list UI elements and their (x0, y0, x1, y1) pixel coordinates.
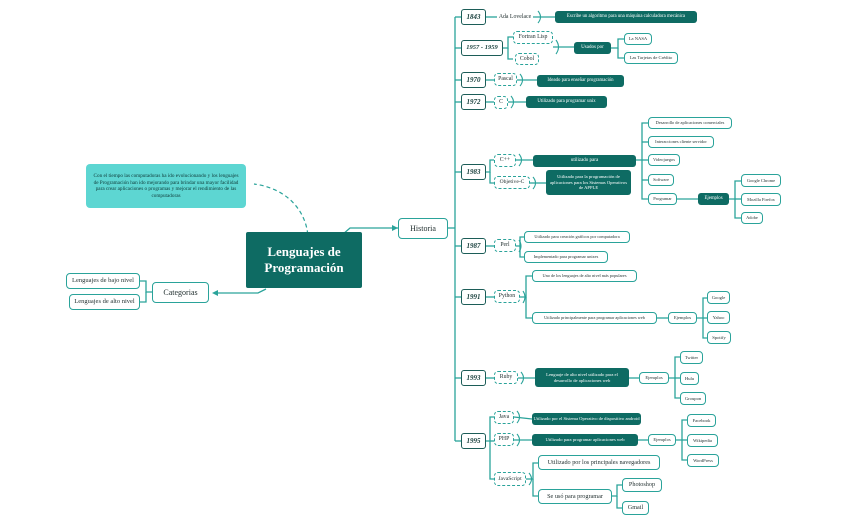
year-1995[interactable]: 1995 (461, 433, 486, 449)
desc-perl-graficos[interactable]: Utilizado para creación gráficos por com… (524, 231, 630, 243)
lang-python[interactable]: Python (494, 290, 520, 303)
lang-ada-lovelace[interactable]: Ada Lovelace (498, 13, 532, 20)
utilizado-para-node[interactable]: utilizado para (533, 155, 636, 167)
desc-ruby[interactable]: Lenguaje de alto nivel utilizado para el… (535, 368, 629, 387)
desc-java[interactable]: Utilizado por el Sistema Operativo de di… (532, 413, 641, 425)
usados-por-node[interactable]: Usados por (574, 42, 611, 54)
ejemplos-1993[interactable]: Ejemplos (639, 372, 669, 384)
desc-php[interactable]: Utilizado para programar aplicaciones we… (532, 434, 638, 446)
desc-js-programar[interactable]: Se usó para programar (538, 489, 612, 504)
lang-pascal[interactable]: Pascal (494, 73, 517, 86)
year-1983[interactable]: 1983 (461, 164, 486, 180)
desc-pascal[interactable]: Ideado para enseñar programación (537, 75, 624, 87)
use-software[interactable]: Software (648, 174, 674, 186)
year-1972[interactable]: 1972 (461, 94, 486, 110)
lang-cobol[interactable]: Cobol (515, 53, 539, 65)
desc-c[interactable]: Utilizado para programar unix (526, 96, 607, 108)
desc-python-web[interactable]: Utilizado principalmente para programar … (532, 312, 657, 324)
lang-cpp[interactable]: C++ (494, 154, 516, 167)
user-tarjetas-credito[interactable]: Las Tarjetas de Crédito (624, 52, 678, 64)
lang-ruby[interactable]: Ruby (494, 371, 518, 384)
central-topic[interactable]: Lenguajes de Programación (246, 232, 362, 288)
example-yahoo[interactable]: Yahoo (707, 311, 730, 324)
example-gmail[interactable]: Gmail (622, 501, 649, 515)
year-1987[interactable]: 1987 (461, 238, 486, 254)
lang-java[interactable]: Java (494, 411, 514, 424)
ejemplos-1983[interactable]: Ejemplos (698, 193, 729, 205)
example-adobe[interactable]: Adobe (741, 212, 763, 224)
callout-note[interactable]: Con el tiempo las computadoras ha ido ev… (86, 164, 246, 208)
lang-php[interactable]: PHP (494, 433, 514, 446)
example-spotify[interactable]: Spotify (707, 331, 731, 344)
use-aplicaciones-comerciales[interactable]: Desarrollo de aplicaciones comerciales (648, 117, 732, 129)
example-twitter[interactable]: Twitter (680, 351, 703, 364)
year-1843[interactable]: 1843 (461, 9, 486, 25)
year-1993[interactable]: 1993 (461, 370, 486, 386)
example-wordpress[interactable]: WordPress (687, 454, 719, 467)
example-groupon[interactable]: Groupon (680, 392, 706, 405)
desc-js-navegadores[interactable]: Utilizado por los principales navegadore… (538, 455, 660, 470)
lang-fortran-lisp[interactable]: Fortran Lisp (513, 31, 553, 44)
ejemplos-1995[interactable]: Ejemplos (648, 434, 676, 446)
year-1957-1959[interactable]: 1957 - 1959 (461, 40, 503, 56)
alto-nivel-node[interactable]: Lenguajes de alto nivel (69, 294, 140, 310)
desc-perl-unixes[interactable]: Implementado para programar unixes (524, 251, 608, 263)
historia-node[interactable]: Historia (398, 218, 448, 239)
year-1970[interactable]: 1970 (461, 72, 486, 88)
ejemplos-1991[interactable]: Ejemplos (668, 312, 697, 324)
lang-perl[interactable]: Perl (494, 239, 516, 252)
example-wikipedia[interactable]: Wikipedia (687, 434, 718, 447)
bajo-nivel-node[interactable]: Lenguajes de bajo nivel (66, 273, 140, 289)
lang-c[interactable]: C (494, 96, 508, 109)
lang-javascript[interactable]: JavaScript (494, 472, 526, 486)
desc-python-popular[interactable]: Uno de los lenguajes de alto nivel más p… (532, 270, 637, 282)
categorias-node[interactable]: Categorias (152, 282, 209, 303)
example-google[interactable]: Google (707, 291, 730, 304)
use-programar[interactable]: Programar (648, 193, 677, 205)
example-mozilla-firefox[interactable]: Mozilla Firefox (741, 193, 781, 206)
use-videojuegos[interactable]: Videojuegos (648, 154, 680, 166)
use-cliente-servidor[interactable]: Interacciones cliente servidor (648, 136, 714, 148)
example-photoshop[interactable]: Photoshop (622, 478, 662, 492)
desc-objective-c[interactable]: Utilizado para la programación de aplica… (546, 170, 631, 195)
desc-1843[interactable]: Escribe un algoritmo para una máquina ca… (555, 11, 697, 23)
example-hulu[interactable]: Hulu (680, 372, 699, 385)
user-nasa[interactable]: La NASA (624, 33, 652, 45)
lang-objective-c[interactable]: Objetive-C (494, 176, 530, 189)
example-google-chrome[interactable]: Google Chrome (741, 174, 781, 187)
example-facebook[interactable]: Facebook (687, 414, 716, 427)
year-1991[interactable]: 1991 (461, 289, 486, 305)
